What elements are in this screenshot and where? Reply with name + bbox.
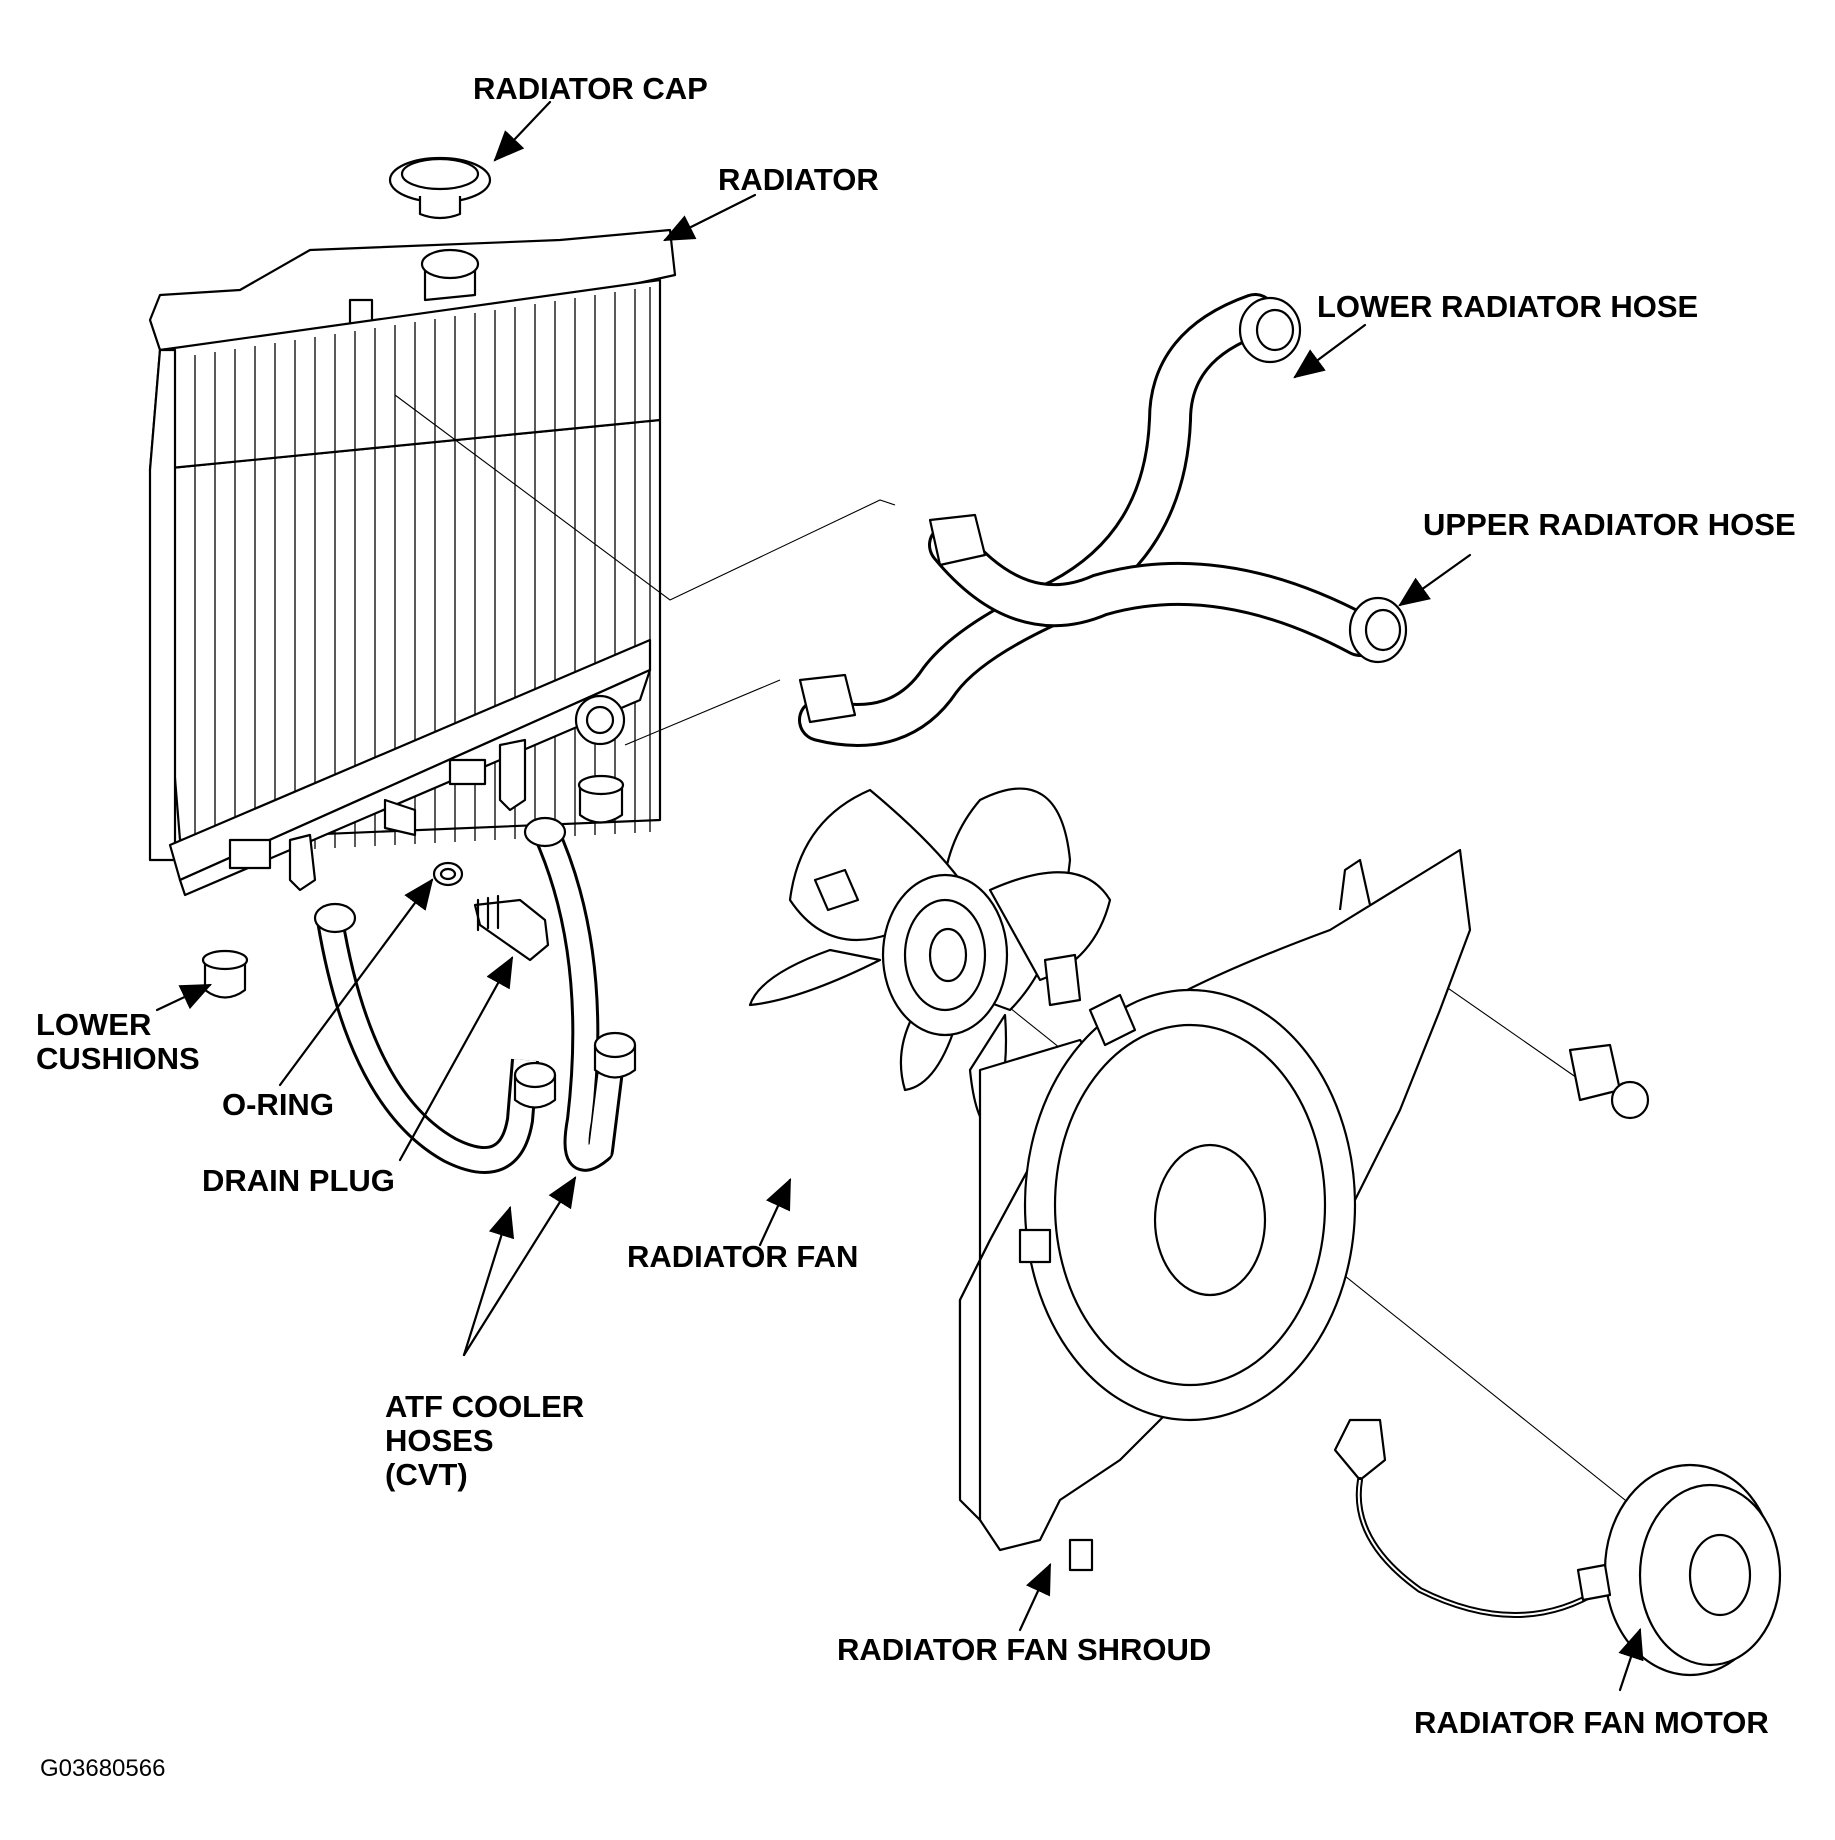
label-radiator-fan: RADIATOR FAN: [627, 1239, 859, 1274]
radiator-hoses-part: [798, 293, 1408, 747]
label-radiator: RADIATOR: [718, 162, 879, 197]
radiator-part: [148, 228, 677, 897]
label-lower-cushions: LOWER CUSHIONS: [36, 1007, 200, 1076]
radiator-fan-motor-part: [1333, 1418, 1782, 1677]
label-lower-radiator-hose: LOWER RADIATOR HOSE: [1317, 289, 1699, 324]
label-radiator-fan-motor: RADIATOR FAN MOTOR: [1414, 1705, 1769, 1740]
label-radiator-fan-shroud: RADIATOR FAN SHROUD: [837, 1632, 1212, 1667]
radiator-cap-part: [388, 156, 492, 220]
label-o-ring: O-RING: [222, 1087, 334, 1122]
mounting-bolts: [1043, 953, 1650, 1120]
label-atf-cooler-hoses: ATF COOLER HOSES (CVT): [385, 1389, 585, 1492]
drain-plug-part: [473, 894, 550, 962]
atf-cooler-hoses-part: [313, 816, 637, 1174]
radiator-fan-part: [748, 787, 1112, 1132]
lower-cushions-part: [201, 774, 625, 999]
leader-arrows: [155, 100, 1644, 1692]
label-radiator-cap: RADIATOR CAP: [473, 71, 708, 106]
label-upper-radiator-hose: UPPER RADIATOR HOSE: [1423, 507, 1796, 542]
label-drain-plug: DRAIN PLUG: [202, 1163, 395, 1198]
o-ring-part: [432, 861, 464, 887]
radiator-fan-shroud-part: [958, 848, 1472, 1572]
figure-id: G03680566: [40, 1755, 166, 1782]
